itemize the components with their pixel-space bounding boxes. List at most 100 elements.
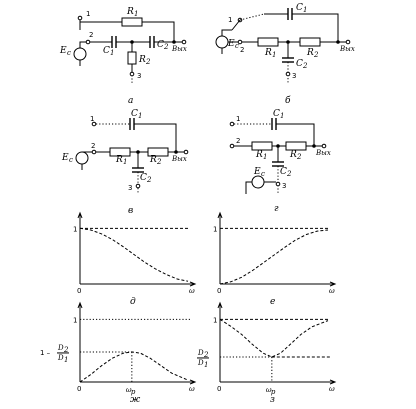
x-axis-arrow xyxy=(189,281,197,287)
circuit-a-source-top xyxy=(79,41,86,48)
y-axis-arrow xyxy=(217,301,223,309)
circuit-c-n2: 2 xyxy=(91,142,95,150)
x-axis-arrow xyxy=(329,281,337,287)
circuit-d-top-wire xyxy=(276,123,315,146)
circuit-c-c2-sub: 2 xyxy=(146,176,152,184)
circuit-d-source-sub: c xyxy=(261,170,265,178)
circuit-d: 1 C 1 2 R 1 R 2 Вых C 2 3 E c г xyxy=(229,109,331,214)
x-mark-label: ω xyxy=(266,386,272,394)
circuit-a-n1: 1 xyxy=(86,10,90,18)
series-line xyxy=(219,318,329,358)
circuit-a-panel-label: а xyxy=(128,96,133,106)
circuit-a-c2-sub: 2 xyxy=(163,43,169,51)
circuit-b-c1-sub: 1 xyxy=(303,6,307,14)
circuit-b-r2-label: R xyxy=(306,48,314,58)
y-tick-label: 1 xyxy=(73,316,77,324)
circuit-c-node-3 xyxy=(135,183,141,189)
circuit-b-n2: 2 xyxy=(240,46,244,54)
circuit-a-n3: 3 xyxy=(137,72,141,80)
circuit-a-out-terminal xyxy=(181,39,187,45)
circuit-a-r2-label: R xyxy=(138,55,146,65)
circuit-b-node-3 xyxy=(285,71,291,77)
circuit-c-source-sub: c xyxy=(69,156,73,164)
x-mark-sub: р xyxy=(271,388,276,396)
circuit-d-c2-sub: 2 xyxy=(286,170,292,178)
circuit-a-c2-label: C xyxy=(157,40,164,50)
circuit-b-source-label: E xyxy=(227,39,235,49)
circuit-c-top-wire xyxy=(134,123,177,152)
panel-label: д xyxy=(130,297,136,307)
circuit-c-r1-sub: 1 xyxy=(123,158,127,166)
level-den-sub: 1 xyxy=(204,361,208,369)
circuit-b-switch-arm xyxy=(231,19,241,31)
origin-label: 0 xyxy=(77,287,81,295)
circuit-a-node-2 xyxy=(85,39,91,45)
circuit-c-resistor-r2 xyxy=(147,147,169,157)
circuit-b-resistor-r2 xyxy=(299,37,321,47)
circuit-c-n3: 3 xyxy=(128,184,132,192)
circuit-a-resistor-r2 xyxy=(127,51,137,65)
x-end-label: ω xyxy=(329,287,335,295)
circuit-b-source-sub: c xyxy=(235,42,239,50)
level-num-sub: 2 xyxy=(203,351,209,359)
circuit-b-top-wire-2 xyxy=(292,13,339,42)
x-end-label: ω xyxy=(189,385,195,393)
circuit-c-r2-sub: 2 xyxy=(156,158,162,166)
series-line xyxy=(219,229,329,285)
circuit-a-node-1 xyxy=(77,15,83,21)
circuit-c-n1: 1 xyxy=(90,115,94,123)
y-tick-label: 1 xyxy=(213,225,217,233)
circuit-b-out-label: Вых xyxy=(339,45,355,53)
circuit-b-c2-sub: 2 xyxy=(302,62,308,70)
circuit-d-c1-sub: 1 xyxy=(280,112,284,120)
panel-label: з xyxy=(270,395,275,405)
circuit-d-r2-label: R xyxy=(289,150,297,160)
circuit-b-r1-sub: 1 xyxy=(272,51,276,59)
level-num-sub: 2 xyxy=(63,346,69,354)
x-end-label: ω xyxy=(189,287,195,295)
series-line xyxy=(79,227,189,282)
circuit-d-out-label: Вых xyxy=(315,149,331,157)
circuit-b-n3: 3 xyxy=(292,72,296,80)
circuit-d-resistor-r1 xyxy=(251,141,273,151)
x-mark-label: ω xyxy=(126,386,132,394)
circuit-b-out-node xyxy=(336,40,340,44)
circuit-d-node-1 xyxy=(229,121,235,127)
circuit-d-c2-label: C xyxy=(280,167,287,177)
circuit-c-node-1 xyxy=(91,121,97,127)
circuit-c-panel-label: в xyxy=(128,206,133,216)
level-num: D xyxy=(197,349,204,357)
circuit-d-node-2 xyxy=(229,143,235,149)
circuit-b-node-2 xyxy=(237,39,243,45)
circuit-a-r2-sub: 2 xyxy=(145,58,151,66)
circuit-b-r1-label: R xyxy=(264,48,272,58)
level-den-sub: 1 xyxy=(64,356,68,364)
circuit-a-node-3 xyxy=(129,71,135,77)
circuit-b-source xyxy=(215,35,229,49)
circuit-a-out-node xyxy=(172,40,176,44)
circuit-b-r2-sub: 2 xyxy=(313,51,319,59)
circuit-d-resistor-r2 xyxy=(285,141,307,151)
circuit-a-r1-sub: 1 xyxy=(134,10,138,18)
level-prefix: 1 – xyxy=(40,349,51,357)
circuit-a-source-sub: c xyxy=(67,49,71,57)
circuit-c-source-label: E xyxy=(61,153,69,163)
circuit-d-n1: 1 xyxy=(236,115,240,123)
origin-label: 0 xyxy=(77,385,81,393)
level-den: D xyxy=(197,359,204,367)
level-den: D xyxy=(57,354,64,362)
circuit-c-c1-sub: 1 xyxy=(138,112,142,120)
circuit-d-r1-sub: 1 xyxy=(263,153,267,161)
y-tick-label: 1 xyxy=(73,225,77,233)
circuit-d-c1-label: C xyxy=(273,109,280,119)
y-axis-arrow xyxy=(77,211,83,219)
panel-label: е xyxy=(270,297,275,307)
circuit-a-resistor-r1 xyxy=(121,17,143,27)
circuit-a-n2: 2 xyxy=(89,31,93,39)
y-tick-label: 1 xyxy=(213,316,217,324)
y-axis-arrow xyxy=(217,211,223,219)
level-num: D xyxy=(57,344,64,352)
circuit-b-n1: 1 xyxy=(228,16,232,24)
circuit-d-r1-label: R xyxy=(255,150,263,160)
